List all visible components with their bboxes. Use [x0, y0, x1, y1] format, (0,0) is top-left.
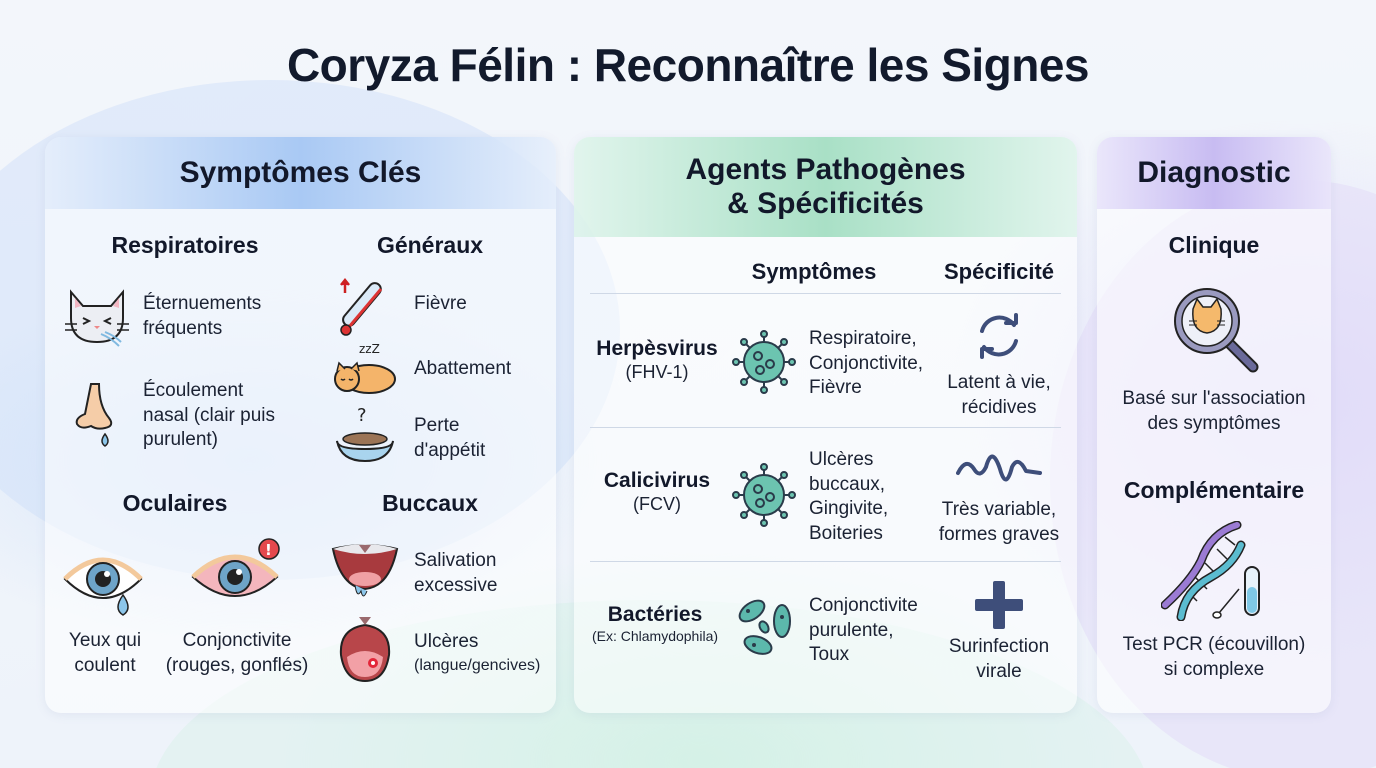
wave-icon	[956, 447, 1042, 491]
bacteria-specificity: Surinfection virale	[948, 636, 1050, 682]
svg-text:!: !	[265, 541, 272, 559]
virus-icon	[732, 330, 796, 394]
cycle-arrows-icon	[974, 311, 1024, 361]
thermometer-icon	[333, 275, 397, 339]
symptom-lethargy: Abattement	[414, 358, 512, 379]
general-heading: Généraux	[376, 232, 484, 258]
column-header-symptoms: Symptômes	[751, 259, 877, 284]
symptom-nasal-discharge: Écoulement nasal (clair puis purulent)	[143, 380, 275, 451]
magnifier-cat-icon	[1169, 283, 1261, 375]
respiratory-heading: Respiratoires	[111, 232, 259, 258]
dna-test-tube-icon	[1161, 521, 1265, 621]
table-divider	[590, 561, 1061, 562]
teary-eye-icon	[61, 545, 145, 621]
agent-herpesvirus: Herpèsvirus (FHV-1)	[596, 337, 718, 382]
calicivirus-specificity: Très variable, formes graves	[938, 499, 1060, 545]
herpesvirus-symptoms: Respiratoire, Conjonctivite, Fièvre	[809, 328, 924, 399]
column-header-specificity: Spécificité	[943, 259, 1055, 284]
oral-heading: Buccaux	[382, 490, 478, 516]
table-divider	[590, 293, 1061, 294]
calicivirus-symptoms: Ulcères buccaux, Gingivite, Boiteries	[809, 449, 889, 545]
page-title: Coryza Félin : Reconnaître les Signes	[286, 39, 1090, 91]
nose-drip-icon	[73, 380, 117, 452]
clinical-text: Basé sur l'association des symptômes	[1122, 388, 1306, 434]
symptom-watery-eyes: Yeux qui coulent	[68, 630, 142, 676]
plus-icon	[975, 581, 1023, 629]
agents-panel-header: Agents Pathogènes & Spécificités	[574, 137, 1077, 237]
symptoms-panel-header: Symptômes Clés	[45, 137, 556, 209]
symptom-conjunctivitis: Conjonctivite (rouges, gonflés)	[165, 630, 309, 676]
symptom-drooling: Salivation excessive	[414, 550, 498, 596]
sleeping-cat-icon: zzZ	[331, 339, 399, 397]
svg-text:zzZ: zzZ	[359, 342, 380, 356]
clinical-heading: Clinique	[1168, 232, 1260, 258]
agents-panel: Agents Pathogènes & Spécificités Symptôm…	[574, 137, 1077, 713]
symptom-mouth-ulcers: Ulcères (langue/gencives)	[414, 631, 541, 674]
bacteria-symptoms: Conjonctivite purulente, Toux	[809, 595, 918, 666]
ocular-heading: Oculaires	[122, 490, 228, 516]
agent-bacteria: Bactéries (Ex: Chlamydophila)	[591, 603, 719, 644]
symptom-fever: Fièvre	[414, 293, 467, 314]
diagnostic-panel-header: Diagnostic	[1097, 137, 1331, 209]
herpesvirus-specificity: Latent à vie, récidives	[947, 372, 1051, 418]
bacteria-icon	[734, 595, 798, 661]
symptoms-panel: Symptômes Clés Respiratoires Éternuement…	[45, 137, 556, 713]
agent-calicivirus: Calicivirus (FCV)	[603, 469, 711, 514]
virus-icon	[732, 463, 796, 527]
complementary-text: Test PCR (écouvillon) si complexe	[1122, 634, 1306, 680]
diagnostic-panel: Diagnostic Clinique Basé sur l'associati…	[1097, 137, 1331, 713]
sneezing-cat-icon	[61, 282, 133, 352]
food-bowl-icon: ?	[333, 405, 397, 467]
svg-text:?: ?	[357, 405, 367, 426]
drooling-mouth-icon	[329, 541, 401, 607]
mouth-ulcer-icon	[337, 615, 393, 685]
complementary-heading: Complémentaire	[1123, 477, 1305, 503]
table-divider	[590, 427, 1061, 428]
red-eye-icon: !	[189, 537, 285, 607]
symptom-appetite-loss: Perte d'appétit	[414, 415, 486, 461]
symptom-sneezing: Éternuements fréquents	[143, 293, 262, 339]
